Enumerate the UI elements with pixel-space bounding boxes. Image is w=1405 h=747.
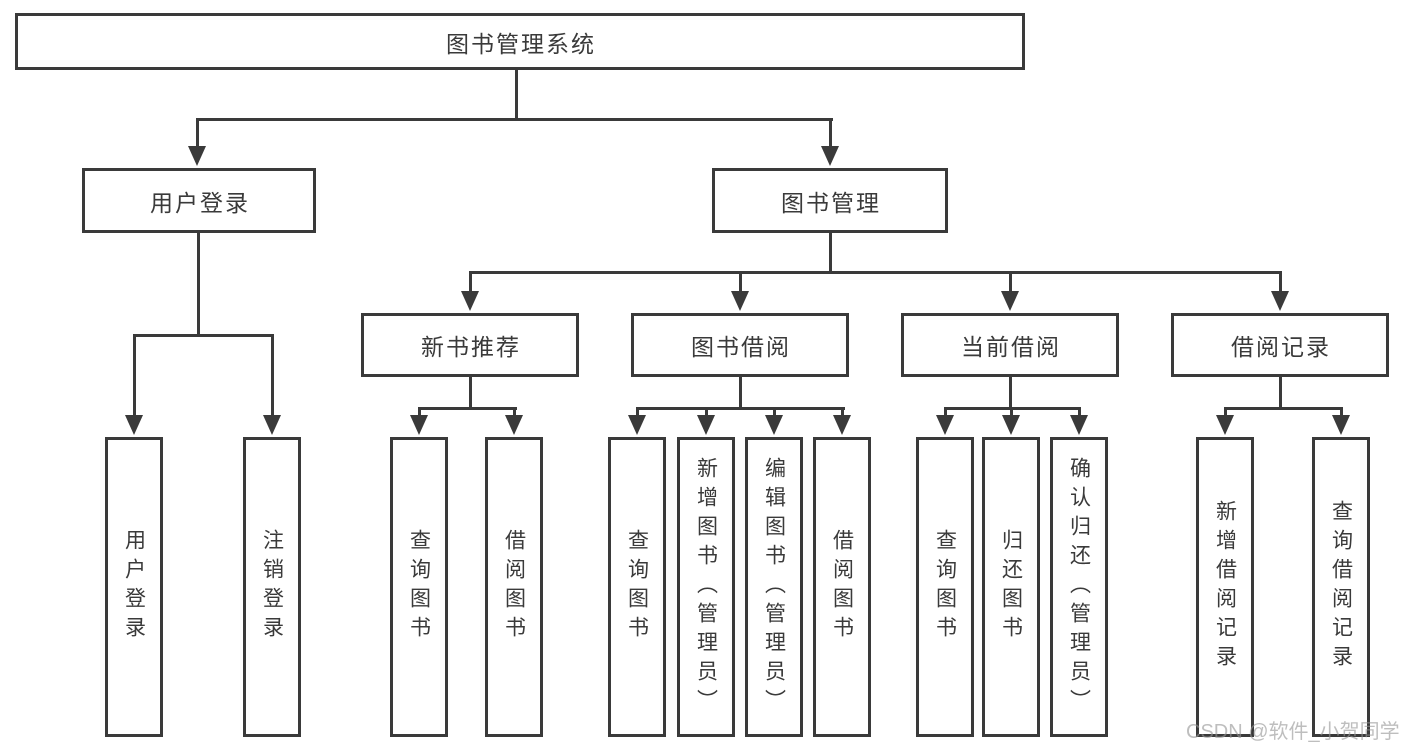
node-library-management-system: 图书管理系统 bbox=[15, 13, 1025, 70]
node-label: 确认归还（管理员） bbox=[1067, 456, 1091, 718]
arrow-down-icon bbox=[461, 291, 479, 311]
node-borrowing-records: 借阅记录 bbox=[1171, 313, 1389, 377]
arrow-down-icon bbox=[628, 415, 646, 435]
node-label: 查询图书 bbox=[407, 529, 431, 645]
arrow-down-icon bbox=[1070, 415, 1088, 435]
arrow-down-icon bbox=[410, 415, 428, 435]
connector-line bbox=[829, 233, 832, 274]
leaf-edit-books-admin: 编辑图书（管理员） bbox=[745, 437, 803, 737]
connector-line bbox=[705, 407, 708, 417]
node-label: 编辑图书（管理员） bbox=[762, 456, 786, 718]
connector-line bbox=[513, 407, 516, 417]
leaf-query-books-recommend: 查询图书 bbox=[390, 437, 448, 737]
arrow-down-icon bbox=[731, 291, 749, 311]
node-label: 借阅图书 bbox=[830, 529, 854, 645]
connector-line bbox=[418, 407, 421, 417]
node-label: 用户登录 bbox=[150, 189, 250, 216]
node-label: 查询图书 bbox=[933, 529, 957, 645]
node-user-login-branch: 用户登录 bbox=[82, 168, 316, 233]
arrow-down-icon bbox=[765, 415, 783, 435]
node-label: 图书管理系统 bbox=[446, 30, 596, 57]
arrow-down-icon bbox=[697, 415, 715, 435]
connector-line bbox=[197, 233, 200, 336]
leaf-query-books-borrow: 查询图书 bbox=[608, 437, 666, 737]
node-book-management: 图书管理 bbox=[712, 168, 948, 233]
node-label: 当前借阅 bbox=[961, 334, 1061, 360]
connector-line bbox=[1340, 407, 1343, 417]
arrow-down-icon bbox=[263, 415, 281, 435]
connector-line bbox=[944, 407, 947, 417]
node-label: 借阅图书 bbox=[502, 529, 526, 645]
connector-line bbox=[1279, 377, 1282, 410]
connector-line bbox=[271, 334, 274, 417]
connector-line bbox=[196, 118, 833, 121]
watermark: CSDN @软件_小贺同学 bbox=[1186, 721, 1400, 743]
node-label: 归还图书 bbox=[999, 529, 1023, 645]
node-label: 新增图书（管理员） bbox=[694, 456, 718, 718]
connector-line bbox=[739, 271, 742, 293]
arrow-down-icon bbox=[1216, 415, 1234, 435]
leaf-query-books-current: 查询图书 bbox=[916, 437, 974, 737]
connector-line bbox=[469, 271, 1282, 274]
connector-line bbox=[841, 407, 844, 417]
leaf-confirm-return-admin: 确认归还（管理员） bbox=[1050, 437, 1108, 737]
connector-line bbox=[1009, 271, 1012, 293]
connector-line bbox=[773, 407, 776, 417]
node-label: 借阅记录 bbox=[1231, 334, 1331, 360]
node-label: 查询借阅记录 bbox=[1329, 500, 1353, 674]
connector-line bbox=[1224, 407, 1343, 410]
leaf-user-login: 用户登录 bbox=[105, 437, 163, 737]
connector-line bbox=[829, 118, 832, 150]
arrow-down-icon bbox=[936, 415, 954, 435]
arrow-down-icon bbox=[1001, 291, 1019, 311]
connector-line bbox=[636, 407, 639, 417]
node-label: 查询图书 bbox=[625, 529, 649, 645]
node-label: 注销登录 bbox=[260, 529, 284, 645]
connector-line bbox=[469, 377, 472, 410]
leaf-query-borrow-record: 查询借阅记录 bbox=[1312, 437, 1370, 737]
connector-line bbox=[196, 118, 199, 150]
arrow-down-icon bbox=[821, 146, 839, 166]
connector-line bbox=[1009, 377, 1012, 410]
leaf-logout: 注销登录 bbox=[243, 437, 301, 737]
connector-line bbox=[133, 334, 274, 337]
connector-line bbox=[418, 407, 517, 410]
node-label: 新增借阅记录 bbox=[1213, 500, 1237, 674]
connector-line bbox=[1010, 407, 1013, 417]
connector-line bbox=[1078, 407, 1081, 417]
connector-line bbox=[739, 377, 742, 410]
connector-line bbox=[1279, 271, 1282, 293]
arrow-down-icon bbox=[1002, 415, 1020, 435]
leaf-borrow-books: 借阅图书 bbox=[813, 437, 871, 737]
connector-line bbox=[636, 407, 845, 410]
node-current-borrowing: 当前借阅 bbox=[901, 313, 1119, 377]
arrow-down-icon bbox=[1271, 291, 1289, 311]
node-label: 新书推荐 bbox=[421, 334, 521, 360]
connector-line bbox=[515, 70, 518, 121]
leaf-return-books: 归还图书 bbox=[982, 437, 1040, 737]
leaf-add-books-admin: 新增图书（管理员） bbox=[677, 437, 735, 737]
node-label: 图书管理 bbox=[781, 189, 881, 216]
connector-line bbox=[133, 334, 136, 417]
arrow-down-icon bbox=[125, 415, 143, 435]
leaf-add-borrow-record: 新增借阅记录 bbox=[1196, 437, 1254, 737]
arrow-down-icon bbox=[188, 146, 206, 166]
arrow-down-icon bbox=[833, 415, 851, 435]
node-label: 图书借阅 bbox=[691, 334, 791, 360]
connector-line bbox=[469, 271, 472, 293]
arrow-down-icon bbox=[505, 415, 523, 435]
node-label: 用户登录 bbox=[122, 529, 146, 645]
leaf-borrow-books-recommend: 借阅图书 bbox=[485, 437, 543, 737]
arrow-down-icon bbox=[1332, 415, 1350, 435]
node-new-book-recommend: 新书推荐 bbox=[361, 313, 579, 377]
node-book-borrowing: 图书借阅 bbox=[631, 313, 849, 377]
connector-line bbox=[1224, 407, 1227, 417]
